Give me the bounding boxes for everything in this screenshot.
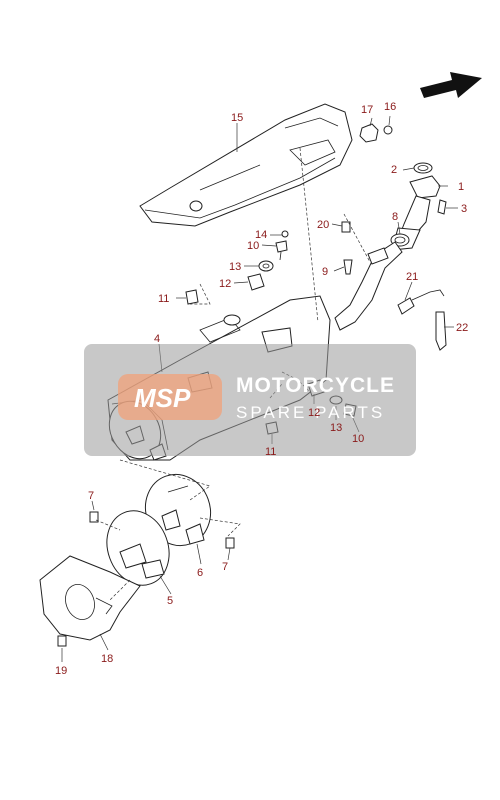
callout-3: 3: [461, 203, 467, 215]
cushion-12[interactable]: [247, 273, 265, 291]
oxygen-sensor[interactable]: [397, 289, 445, 315]
watermark-band: [84, 344, 416, 456]
bolt-7b[interactable]: [225, 537, 235, 549]
bolt-3[interactable]: [437, 199, 447, 215]
muffler-protector[interactable]: [39, 555, 141, 641]
callout-4: 4: [154, 333, 160, 345]
inner-cover[interactable]: [97, 502, 179, 594]
heat-shield-cover[interactable]: [139, 103, 353, 227]
bolt-10[interactable]: [275, 240, 288, 261]
callout-17: 17: [361, 104, 373, 116]
callout-10b: 10: [352, 433, 364, 445]
rubber-grommet[interactable]: [359, 123, 379, 143]
callout-14: 14: [255, 229, 267, 241]
watermark-logo-box: [118, 374, 222, 420]
bolt-7a[interactable]: [89, 511, 99, 523]
callout-13a: 13: [229, 261, 241, 273]
callout-20: 20: [317, 219, 329, 231]
callout-labels: 15 17 16 2 1 3 8 20 14 10 13 12 9 11 21 …: [55, 101, 468, 677]
front-arrow-icon: [420, 72, 482, 98]
callout-12a: 12: [219, 278, 231, 290]
callout-22: 22: [456, 322, 468, 334]
exhaust-pipe[interactable]: [334, 241, 403, 331]
callout-7b: 7: [222, 561, 228, 573]
callout-5: 5: [167, 595, 173, 607]
callout-9: 9: [322, 266, 328, 278]
callout-15: 15: [231, 112, 243, 124]
callout-21: 21: [406, 271, 418, 283]
callout-8: 8: [392, 211, 398, 223]
watermark-title: MOTORCYCLE: [236, 374, 395, 397]
spacer-14[interactable]: [281, 230, 289, 238]
gasket-ring[interactable]: [413, 162, 433, 174]
watermark-subtitle: SPARE PARTS: [236, 403, 385, 422]
nut-11[interactable]: [185, 289, 199, 305]
bolt-9[interactable]: [343, 259, 353, 275]
watermark: MSP MOTORCYCLE SPARE PARTS: [84, 344, 416, 456]
callout-13b: 13: [330, 422, 342, 434]
callout-19: 19: [55, 665, 67, 677]
callout-2: 2: [391, 164, 397, 176]
screw-16[interactable]: [383, 125, 393, 135]
sensor-bracket[interactable]: [435, 311, 447, 351]
watermark-logo: MSP: [134, 383, 191, 413]
callout-7a: 7: [88, 490, 94, 502]
washer-13[interactable]: [258, 260, 274, 272]
callout-12b: 12: [308, 407, 320, 419]
cap-20[interactable]: [341, 221, 351, 233]
callout-1: 1: [458, 181, 464, 193]
callout-10a: 10: [247, 240, 259, 252]
callout-6: 6: [197, 567, 203, 579]
screw-19[interactable]: [57, 635, 67, 647]
callout-11b: 11: [265, 446, 276, 458]
callout-18: 18: [101, 653, 113, 665]
callout-11a: 11: [158, 293, 169, 305]
callout-16: 16: [384, 101, 396, 113]
